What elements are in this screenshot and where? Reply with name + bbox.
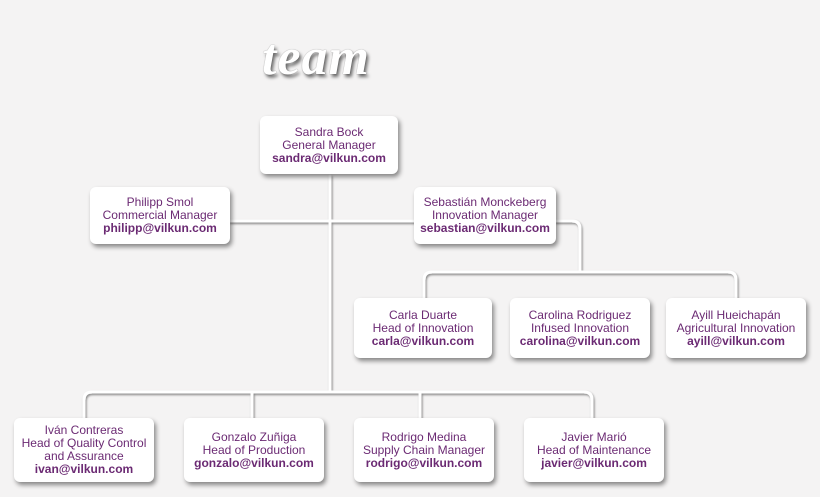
node-name: Javier Marió	[561, 429, 627, 444]
node-name: Sandra Bock	[294, 124, 364, 139]
node-name: Rodrigo Medina	[381, 429, 467, 444]
org-node-javier: Javier Marió Head of Maintenance javier@…	[524, 418, 664, 482]
node-role: Innovation Manager	[431, 208, 539, 222]
node-name: Iván Contreras	[44, 423, 124, 437]
node-email[interactable]: carla@vilkun.com	[371, 333, 475, 348]
innovation-link	[554, 219, 582, 274]
org-node-sandra: Sandra Bock General Manager sandra@vilku…	[260, 116, 398, 174]
org-node-carolina: Carolina Rodriguez Infused Innovation ca…	[510, 298, 650, 358]
org-node-ayill: Ayill Hueichapán Agricultural Innovation…	[666, 298, 806, 358]
node-email[interactable]: ayill@vilkun.com	[687, 333, 785, 348]
node-role: General Manager	[282, 137, 376, 152]
org-node-carla: Carla Duarte Head of Innovation carla@vi…	[354, 298, 492, 358]
node-name: Sebastián Monckeberg	[423, 195, 547, 209]
node-name: Gonzalo Zuñiga	[211, 429, 297, 444]
node-email[interactable]: sandra@vilkun.com	[272, 150, 386, 165]
node-email[interactable]: javier@vilkun.com	[541, 455, 647, 470]
node-role: Head of Quality Control	[21, 436, 147, 450]
node-email[interactable]: carolina@vilkun.com	[519, 333, 641, 348]
node-role: Head of Production	[202, 442, 306, 457]
page-title: team	[262, 29, 370, 86]
node-role: Head of Maintenance	[536, 442, 652, 457]
org-node-sebastian: Sebastián Monckeberg Innovation Manager …	[414, 187, 556, 244]
node-email[interactable]: rodrigo@vilkun.com	[365, 455, 483, 470]
node-name: Ayill Hueichapán	[691, 307, 781, 322]
node-email[interactable]: ivan@vilkun.com	[34, 462, 134, 476]
node-email[interactable]: sebastian@vilkun.com	[420, 221, 550, 235]
bottom-bar	[82, 390, 594, 422]
node-role: Infused Innovation	[530, 320, 630, 335]
node-role: Head of Innovation	[372, 320, 474, 335]
node-role: Commercial Manager	[102, 208, 218, 222]
node-role-cont: and Assurance	[44, 449, 124, 463]
node-name: Carolina Rodriguez	[528, 307, 632, 322]
node-email[interactable]: gonzalo@vilkun.com	[194, 455, 314, 470]
node-role: Agricultural Innovation	[676, 320, 796, 335]
node-name: Carla Duarte	[388, 307, 458, 322]
node-name: Philipp Smol	[126, 195, 194, 209]
org-node-gonzalo: Gonzalo Zuñiga Head of Production gonzal…	[184, 418, 324, 482]
node-role: Supply Chain Manager	[362, 442, 486, 457]
org-node-ivan: Iván Contreras Head of Quality Control a…	[14, 418, 154, 482]
node-email[interactable]: philipp@vilkun.com	[103, 221, 217, 235]
org-node-philipp: Philipp Smol Commercial Manager philipp@…	[90, 187, 230, 244]
org-node-rodrigo: Rodrigo Medina Supply Chain Manager rodr…	[354, 418, 494, 482]
innovation-bar	[422, 270, 738, 302]
